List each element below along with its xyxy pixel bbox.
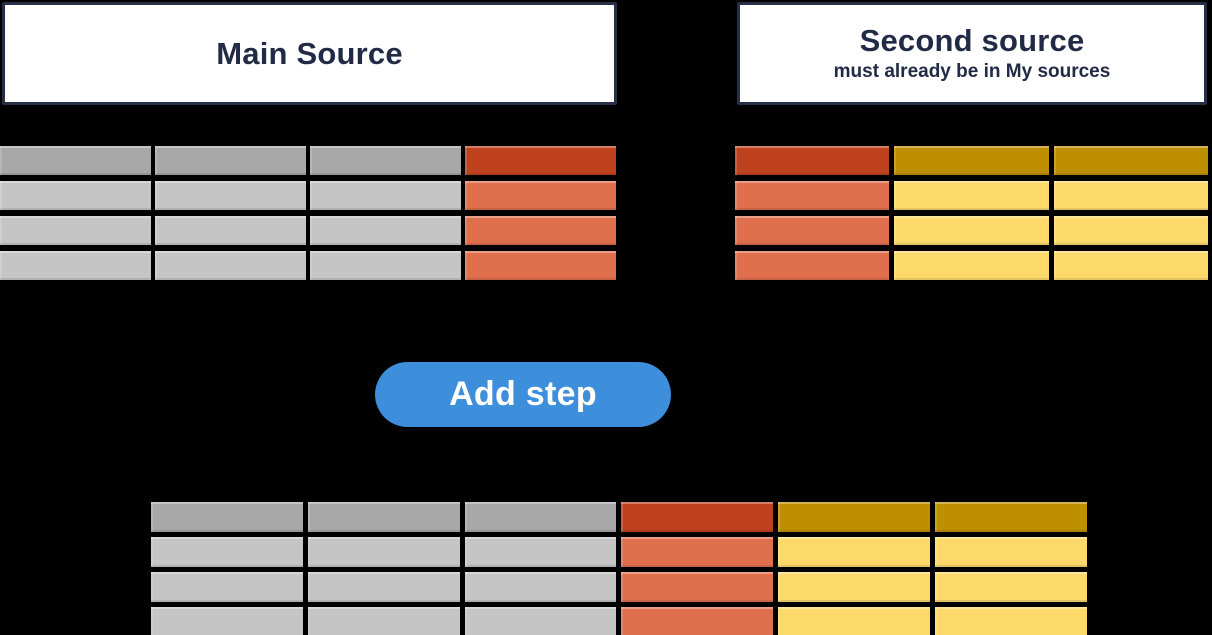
table-cell	[155, 216, 306, 245]
table-cell	[894, 216, 1049, 245]
table-cell	[464, 537, 617, 567]
table-cell	[307, 502, 460, 532]
table-cell	[151, 572, 303, 602]
table-cell	[735, 181, 890, 210]
main-source-box: Main Source	[2, 2, 617, 105]
table-cell	[1053, 146, 1208, 175]
table-cell	[0, 181, 151, 210]
add-step-button[interactable]: Add step	[375, 362, 671, 427]
table-cell	[0, 216, 151, 245]
table-cell	[735, 251, 890, 280]
table-cell	[310, 251, 461, 280]
second-source-box: Second source must already be in My sour…	[737, 2, 1207, 105]
table-cell	[151, 537, 303, 567]
table-cell	[155, 146, 306, 175]
table-cell	[894, 146, 1049, 175]
table-cell	[310, 181, 461, 210]
table-cell	[465, 251, 616, 280]
table-cell	[1053, 216, 1208, 245]
table-cell	[464, 502, 617, 532]
main-source-title: Main Source	[216, 35, 403, 71]
table-cell	[465, 216, 616, 245]
table-cell	[778, 572, 931, 602]
table-cell	[307, 537, 460, 567]
table-cell	[621, 502, 774, 532]
main-source-table	[0, 146, 616, 280]
table-cell	[935, 502, 1087, 532]
table-cell	[621, 572, 774, 602]
table-cell	[310, 146, 461, 175]
table-cell	[155, 251, 306, 280]
table-cell	[894, 251, 1049, 280]
add-step-label: Add step	[449, 375, 597, 413]
second-source-title: Second source	[859, 23, 1085, 59]
table-cell	[778, 502, 931, 532]
table-cell	[1053, 181, 1208, 210]
table-cell	[0, 146, 151, 175]
table-cell	[778, 607, 931, 635]
second-source-subtitle: must already be in My sources	[833, 60, 1111, 82]
table-cell	[735, 146, 890, 175]
table-cell	[935, 537, 1087, 567]
table-cell	[307, 572, 460, 602]
table-cell	[735, 216, 890, 245]
second-source-table	[735, 146, 1208, 280]
table-cell	[465, 181, 616, 210]
table-cell	[621, 607, 774, 635]
table-cell	[464, 572, 617, 602]
result-table	[151, 502, 1087, 635]
table-cell	[151, 607, 303, 635]
table-cell	[894, 181, 1049, 210]
table-cell	[464, 607, 617, 635]
table-cell	[151, 502, 303, 532]
table-cell	[465, 146, 616, 175]
table-cell	[935, 607, 1087, 635]
table-cell	[935, 572, 1087, 602]
table-cell	[621, 537, 774, 567]
table-cell	[1053, 251, 1208, 280]
table-cell	[0, 251, 151, 280]
table-cell	[155, 181, 306, 210]
table-cell	[307, 607, 460, 635]
table-cell	[310, 216, 461, 245]
table-cell	[778, 537, 931, 567]
